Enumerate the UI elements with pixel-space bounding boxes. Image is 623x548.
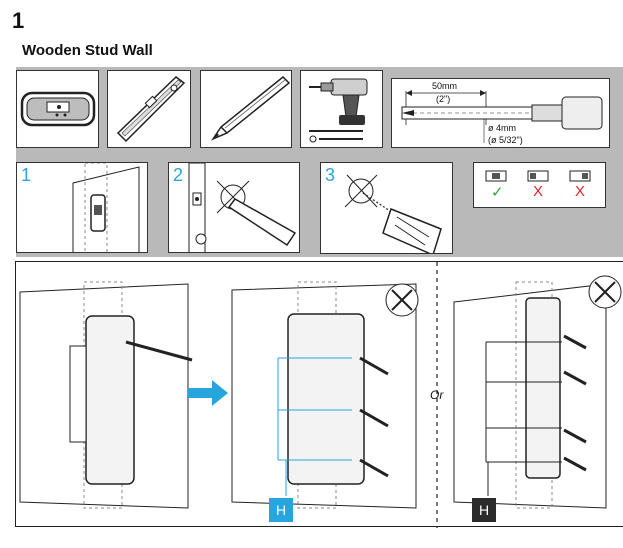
hardware-label-left: H <box>269 498 293 522</box>
level-check-1-result: ✓ <box>491 184 504 201</box>
or-label: Or <box>430 388 444 402</box>
drill-bit-diameter-label: ø 4mm <box>488 123 516 133</box>
pencil-icon <box>210 75 291 141</box>
mounting-illustrations <box>19 262 622 528</box>
drill-bit-length-imperial-label: (2") <box>436 94 451 104</box>
step-1-tile: 1 <box>16 162 148 253</box>
drill-icon <box>309 78 368 143</box>
section-title: Wooden Stud Wall <box>22 42 153 59</box>
level-check-tile: ✓ X X <box>473 162 606 208</box>
hardware-label-right: H <box>472 498 496 522</box>
step-3-number: 3 <box>325 165 336 185</box>
level-check-3-result: X <box>575 183 586 200</box>
step-3-drill-hole-illustration <box>344 174 442 253</box>
drill-bit-length-label: 50mm <box>432 81 458 91</box>
stud-finder-icon <box>20 91 96 127</box>
step-3-tile: 3 <box>320 162 453 254</box>
step-2-tile: 2 <box>168 162 300 253</box>
level-check-icons <box>485 170 591 182</box>
tool-stud-finder <box>16 70 99 148</box>
step-1-number: 1 <box>21 165 32 185</box>
step-2-number: 2 <box>173 165 184 185</box>
spirit-level-icon <box>116 76 186 143</box>
drill-bit-diameter-imperial-label: (ø 5/32") <box>488 135 523 145</box>
level-check-2-result: X <box>533 183 544 200</box>
tool-drill-bit-dimensions: 50mm (2") ø 4mm (ø 5/32") <box>391 78 610 148</box>
tool-level <box>107 70 191 148</box>
step-1-stud-finder-wall-illustration <box>72 163 140 252</box>
step-number: 1 <box>12 8 25 33</box>
mounting-area: Or H H <box>15 261 623 528</box>
tool-drill <box>300 70 383 148</box>
drill-bit-icon <box>401 90 603 143</box>
step-2-mark-hole-illustration <box>188 163 297 252</box>
tool-pencil <box>200 70 292 148</box>
